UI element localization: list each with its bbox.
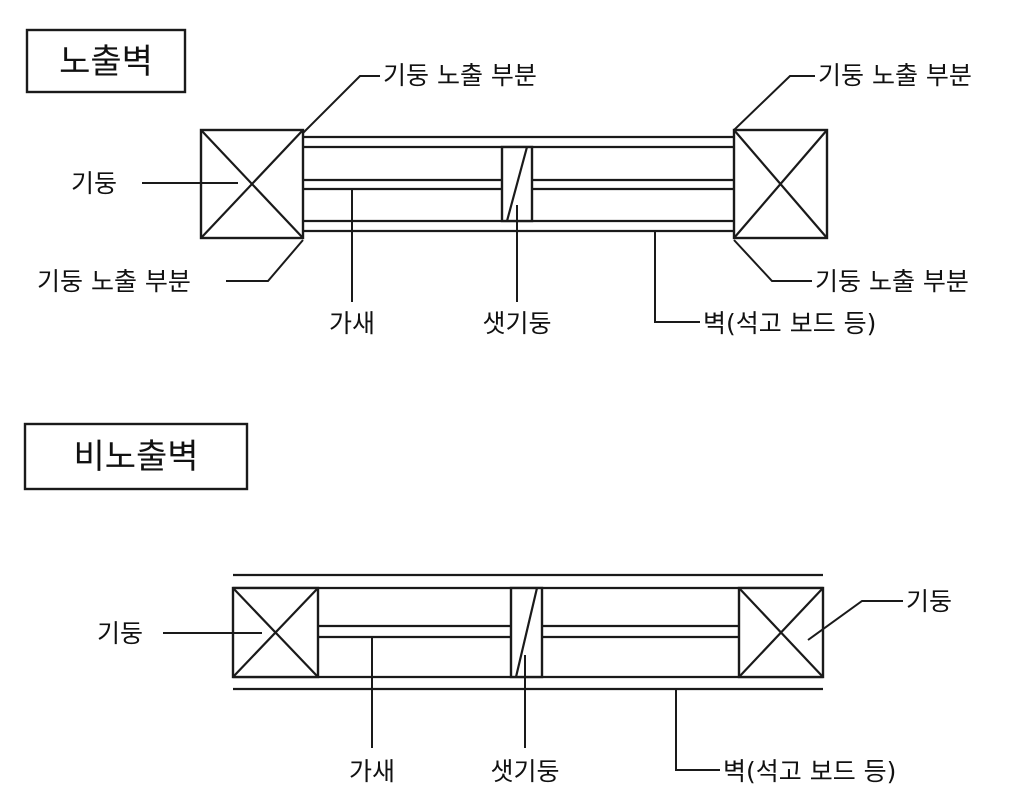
non-exposed-label-girt: 가새 <box>349 757 395 786</box>
exposed-label-girt: 가새 <box>329 309 375 338</box>
exposed-stud-diagonal <box>505 146 529 222</box>
non-exposed-leader-column-right <box>807 600 903 641</box>
non-exposed-wall-section: 비노출벽 기둥 기둥 가새 샛기둥 벽(석고 보드 등) <box>23 422 952 786</box>
exposed-label-wall: 벽(석고 보드 등) <box>703 309 876 338</box>
exposed-label-column: 기둥 <box>71 169 117 198</box>
exposed-leader-column-exposed-br <box>733 239 812 282</box>
non-exposed-left-column-cross-b <box>232 587 319 678</box>
non-exposed-title-box <box>23 422 249 491</box>
exposed-left-column-cross-b <box>200 129 304 239</box>
non-exposed-label-stud: 샛기둥 <box>490 757 559 786</box>
non-exposed-leader-wall <box>675 689 720 771</box>
non-exposed-label-column-right: 기둥 <box>906 587 952 616</box>
exposed-right-column-cross-b <box>733 129 828 239</box>
exposed-leader-column-exposed-tl <box>302 75 380 134</box>
non-exposed-right-column-cross-b <box>738 587 824 678</box>
exposed-title-box <box>25 28 187 94</box>
non-exposed-title: 비노출벽 <box>73 437 198 477</box>
exposed-label-stud: 샛기둥 <box>482 309 551 338</box>
exposed-label-column-exposed-tr: 기둥 노출 부분 <box>818 61 972 90</box>
exposed-leader-column-exposed-tr <box>733 75 815 131</box>
non-exposed-label-column-left: 기둥 <box>97 619 143 648</box>
non-exposed-label-wall: 벽(석고 보드 등) <box>723 757 896 786</box>
exposed-leader-column-exposed-bl <box>226 239 304 282</box>
non-exposed-stud-diagonal <box>514 587 539 678</box>
exposed-label-column-exposed-tl: 기둥 노출 부분 <box>383 61 537 90</box>
exposed-title: 노출벽 <box>59 42 153 82</box>
exposed-wall-section: 노출벽 기둥 노출 부분 기둥 노출 부분 기둥 <box>25 28 972 338</box>
exposed-leader-wall <box>654 231 700 323</box>
exposed-label-column-exposed-br: 기둥 노출 부분 <box>815 267 969 296</box>
exposed-label-column-exposed-bl: 기둥 노출 부분 <box>37 267 191 296</box>
